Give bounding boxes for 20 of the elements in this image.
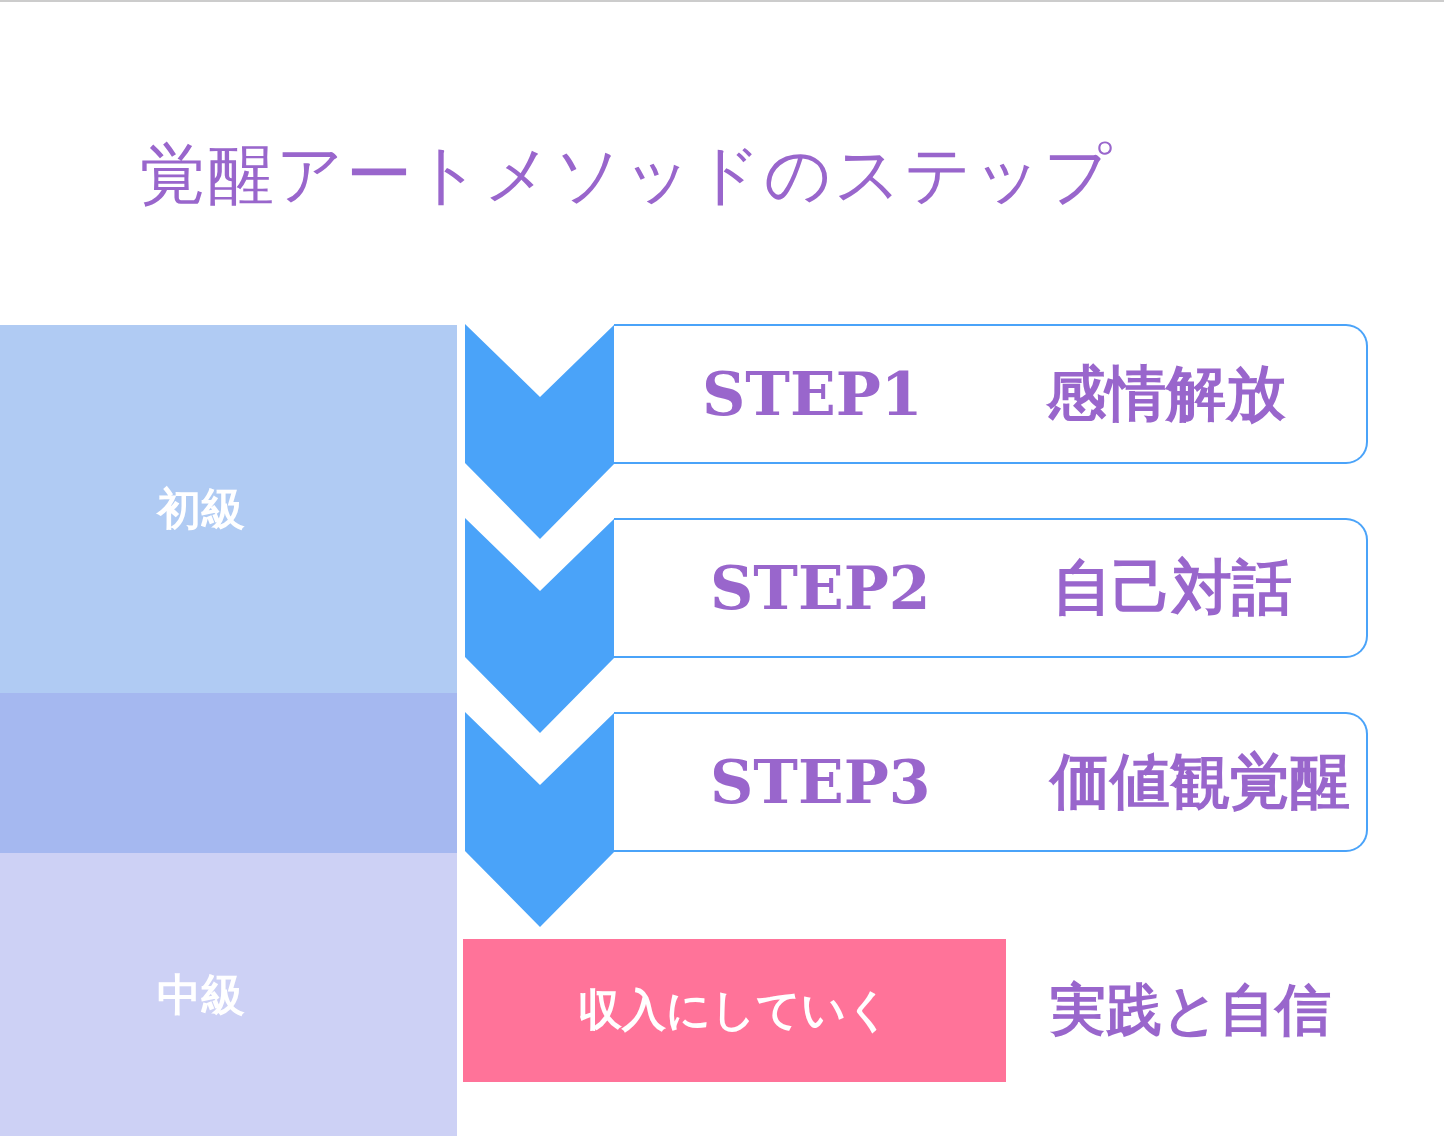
level-band	[0, 853, 457, 1136]
step-title: 感情解放	[1046, 356, 1286, 430]
chevron-arrow	[465, 324, 615, 539]
step-box	[614, 712, 1368, 852]
chevron-arrow	[465, 518, 615, 733]
level-label: 初級	[157, 481, 245, 536]
level-band	[0, 325, 457, 693]
result-label: 収入にしていく	[578, 983, 891, 1037]
step-number: STEP1	[702, 359, 923, 429]
step-box	[614, 518, 1368, 658]
title: 覚醒アートメソッドのステップ	[140, 135, 1114, 215]
step-title: 価値観覚醒	[1050, 744, 1350, 818]
step-title: 自己対話	[1052, 550, 1292, 624]
chevron-arrow	[465, 712, 615, 927]
level-band	[0, 693, 457, 853]
step-number: STEP2	[710, 553, 931, 623]
step-box	[614, 324, 1368, 464]
result-box	[463, 939, 1006, 1082]
result-caption: 実践と自信	[1050, 974, 1331, 1044]
step-number: STEP3	[710, 747, 931, 817]
